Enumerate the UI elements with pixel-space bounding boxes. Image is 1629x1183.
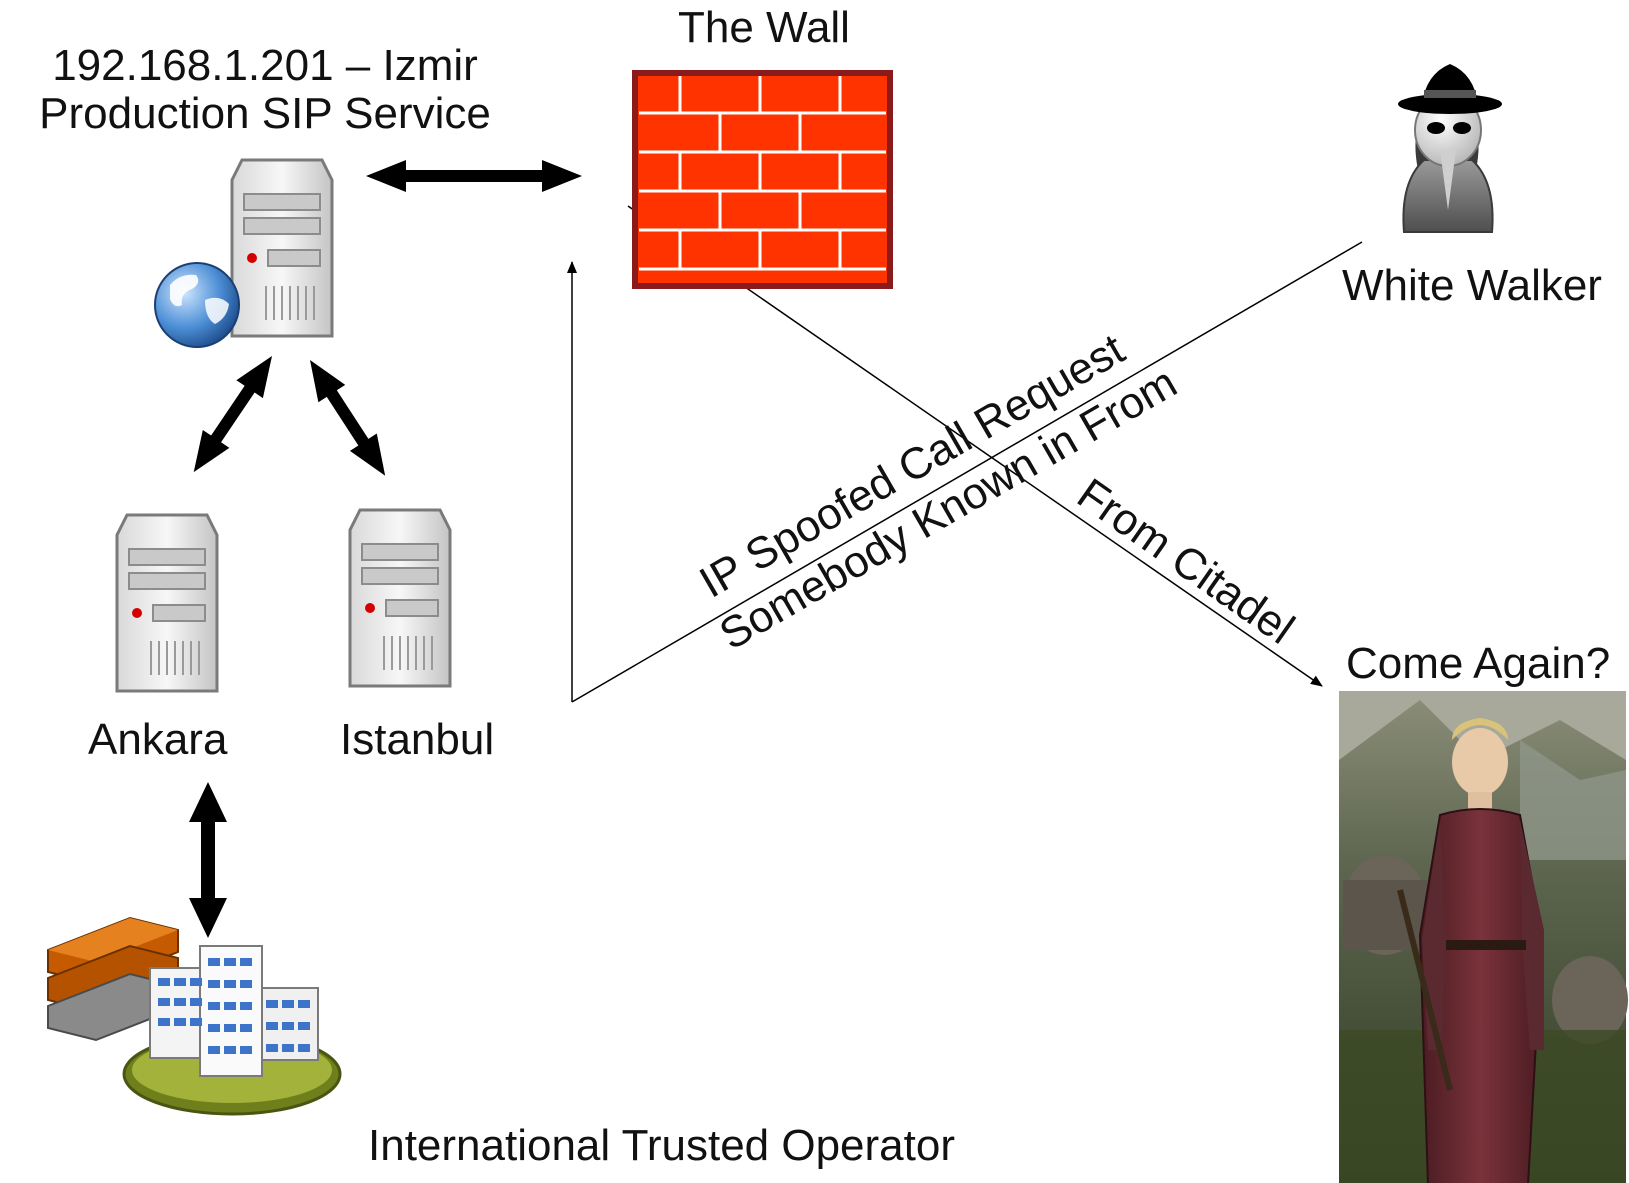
sip-server-icon bbox=[230, 158, 334, 338]
come-again-label: Come Again? bbox=[1346, 639, 1611, 688]
operator-datacenter-icon bbox=[47, 916, 342, 1116]
person-photo bbox=[1339, 691, 1628, 1183]
connector-walker-spoof bbox=[571, 241, 1363, 703]
istanbul-server-icon bbox=[348, 508, 452, 688]
istanbul-label: Istanbul bbox=[340, 715, 495, 764]
firewall-icon bbox=[632, 70, 893, 289]
spy-icon bbox=[1398, 64, 1502, 233]
sip-service-ip-label: 192.168.1.201 – Izmir bbox=[52, 41, 478, 90]
double-arrows bbox=[189, 160, 582, 938]
arrow-sip-istanbul bbox=[310, 360, 386, 476]
sip-service-name-label: Production SIP Service bbox=[39, 89, 491, 138]
ankara-server-icon bbox=[115, 513, 219, 693]
arrow-ankara-operator bbox=[189, 782, 227, 938]
operator-label: International Trusted Operator bbox=[368, 1121, 955, 1170]
arrow-sip-wall bbox=[366, 160, 582, 192]
arrow-sip-ankara bbox=[193, 356, 272, 473]
wall-label: The Wall bbox=[678, 3, 850, 52]
white-walker-label: White Walker bbox=[1342, 261, 1602, 310]
ankara-label: Ankara bbox=[88, 715, 228, 764]
globe-icon bbox=[154, 262, 240, 348]
sip-service-label: 192.168.1.201 – Izmir Production SIP Ser… bbox=[10, 42, 520, 138]
